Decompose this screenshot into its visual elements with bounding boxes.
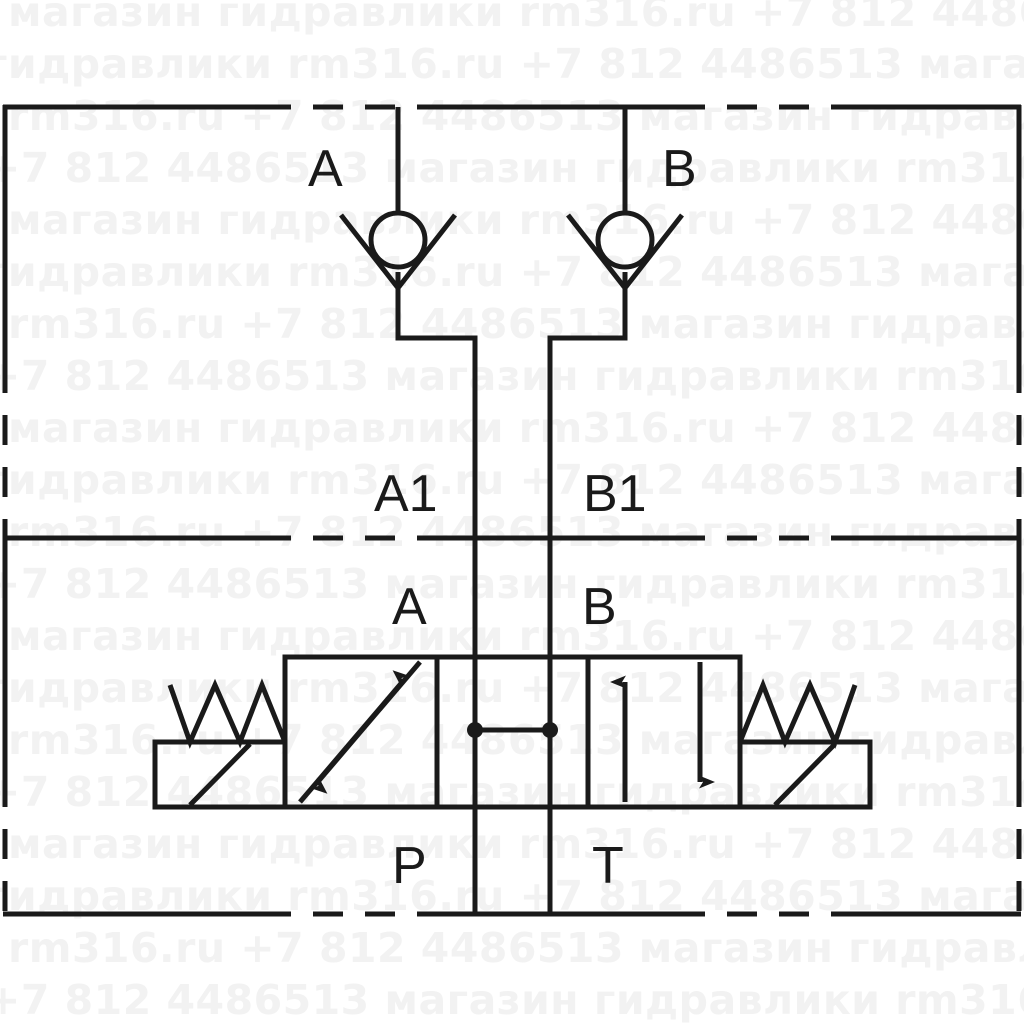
check-valve-a-seat-right-icon (396, 213, 457, 290)
label-port-b1: B1 (583, 465, 647, 523)
valve-right-actuator-box (737, 739, 873, 810)
label-valve-port-a: A (392, 578, 427, 636)
check-valve-b-seat-right-icon (623, 213, 684, 290)
port-a-jog-line (395, 272, 478, 915)
valve-left-actuator-box (152, 739, 288, 810)
valve-left-manual-lever-icon (188, 742, 252, 807)
check-valve-b-seat-left-icon (566, 213, 627, 290)
label-valve-port-p: P (392, 837, 427, 895)
label-valve-port-b: B (582, 578, 617, 636)
check-valve-a-ball-icon (368, 210, 428, 270)
valve-right-manual-lever-icon (773, 742, 837, 807)
valve-center-junction-dot-right (542, 722, 558, 738)
label-port-a-top: A (308, 140, 343, 198)
port-b-jog-line (547, 272, 628, 915)
valve-right-spring-icon (737, 678, 858, 749)
label-port-a1: A1 (374, 465, 438, 523)
check-valve-a-seat-left-icon (339, 213, 400, 290)
label-port-b-top: B (662, 140, 697, 198)
label-valve-port-t: T (592, 837, 624, 895)
valve-left-spring-icon (167, 678, 288, 749)
directional-valve-body (282, 654, 743, 810)
valve-center-junction-dot-left (467, 722, 483, 738)
valve-left-crossed-arrow-down (311, 660, 422, 794)
check-valve-b-ball-icon (595, 210, 655, 270)
